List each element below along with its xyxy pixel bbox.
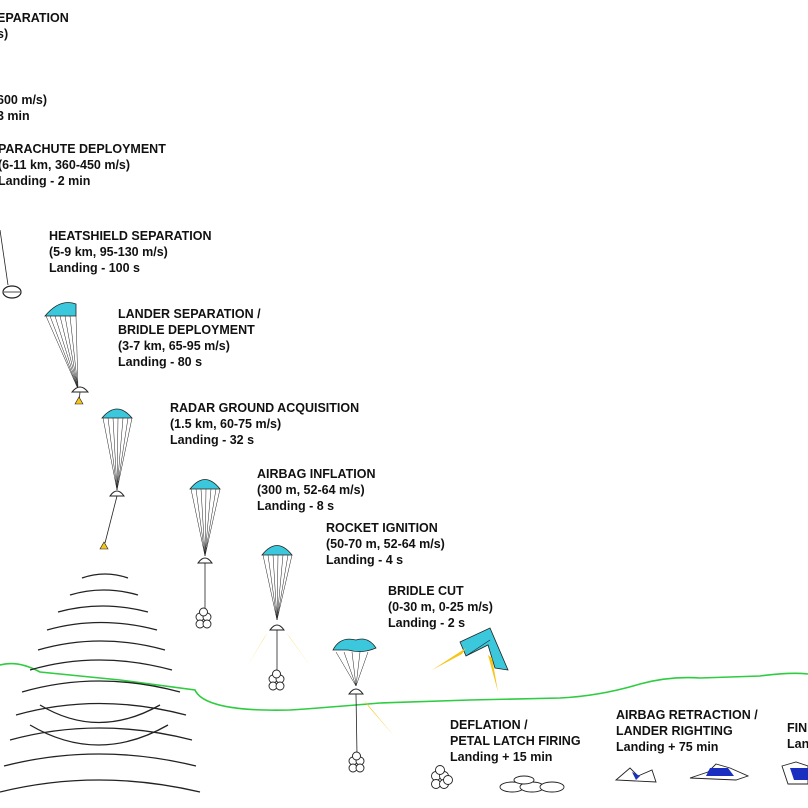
label-line: BRIDLE DEPLOYMENT	[118, 323, 255, 337]
label-lander-separation: LANDER SEPARATION / BRIDLE DEPLOYMENT (3…	[118, 306, 261, 370]
stage-bridle-cut-descent-graphic	[324, 638, 394, 773]
label-final: FIN Lan	[787, 720, 808, 752]
label-line: 600 m/s)	[0, 93, 48, 107]
rocket-flame-icon	[432, 648, 466, 670]
label-line: Landing - 4 s	[326, 553, 404, 567]
label-line: ROCKET IGNITION	[326, 521, 438, 535]
stage-bridle-cut-graphic	[432, 627, 509, 692]
backshell-flyaway-icon	[459, 627, 509, 671]
parachute-canopy-icon	[261, 545, 293, 556]
label-line: LANDER RIGHTING	[616, 724, 733, 738]
label-bridle-cut: BRIDLE CUT (0-30 m, 0-25 m/s) Landing - …	[388, 583, 493, 631]
label-line: FIN	[787, 721, 808, 735]
label-line: BRIDLE CUT	[388, 584, 464, 598]
rocket-flame-icon	[488, 655, 498, 692]
deflated-airbags-icon	[499, 775, 565, 793]
label-line: RADAR GROUND ACQUISITION	[170, 401, 360, 415]
label-line: DEFLATION /	[450, 718, 528, 732]
label-line: PARACHUTE DEPLOYMENT	[0, 142, 166, 156]
stage-rocket-ignition-graphic	[246, 545, 312, 691]
label-line: (3-7 km, 65-95 m/s)	[118, 339, 230, 353]
label-line: Landing - 2 min	[0, 174, 91, 188]
label-line: Landing - 80 s	[118, 355, 203, 369]
label-line: Landing + 75 min	[616, 740, 719, 754]
label-line: (6-11 km, 360-450 m/s)	[0, 158, 131, 172]
label-line: Landing - 8 s	[257, 499, 335, 513]
label-deflation: DEFLATION / PETAL LATCH FIRING Landing +…	[450, 717, 581, 765]
label-line: Lan	[787, 737, 808, 751]
stage-final-graphic	[781, 761, 808, 785]
label-line: 3 min	[0, 109, 30, 123]
backshell-icon	[269, 624, 285, 631]
rocket-flame-icon	[246, 632, 268, 668]
label-rocket-ignition: ROCKET IGNITION (50-70 m, 52-64 m/s) Lan…	[326, 520, 445, 568]
stage-airbag-inflation-graphic	[189, 479, 221, 629]
airbag-cluster-icon	[195, 607, 212, 629]
stage-heatshield-graphic	[0, 229, 22, 299]
label-line: PETAL LATCH FIRING	[450, 734, 581, 748]
label-line: Landing - 100 s	[49, 261, 140, 275]
backshell-icon	[109, 490, 125, 497]
label-line: s)	[0, 27, 9, 41]
label-line: Landing + 15 min	[450, 750, 553, 764]
stage-deflation-graphic	[431, 765, 565, 793]
airbag-cluster-icon	[431, 765, 453, 789]
label-line: (0-30 m, 0-25 m/s)	[388, 600, 493, 614]
label-airbag-retraction: AIRBAG RETRACTION / LANDER RIGHTING Land…	[616, 707, 758, 755]
label-line: EPARATION	[0, 11, 69, 25]
label-line: LANDER SEPARATION /	[118, 307, 261, 321]
lander-icon	[99, 541, 109, 550]
label-line: (50-70 m, 52-64 m/s)	[326, 537, 445, 551]
label-line: (300 m, 52-64 m/s)	[257, 483, 365, 497]
label-line: AIRBAG INFLATION	[257, 467, 376, 481]
stage-radar-graphic	[0, 408, 201, 793]
airbag-cluster-icon	[268, 669, 285, 691]
label-line: (1.5 km, 60-75 m/s)	[170, 417, 282, 431]
label-entry: 600 m/s) 3 min	[0, 92, 47, 124]
label-line: HEATSHIELD SEPARATION	[49, 229, 212, 243]
label-heatshield-separation: HEATSHIELD SEPARATION (5-9 km, 95-130 m/…	[49, 228, 212, 276]
label-parachute-deployment: PARACHUTE DEPLOYMENT (6-11 km, 360-450 m…	[0, 141, 166, 189]
ground-line	[0, 662, 808, 711]
backshell-icon	[348, 688, 364, 695]
parachute-canopy-icon	[189, 479, 221, 490]
rocket-flame-icon	[364, 700, 394, 736]
lander-icon	[74, 396, 84, 405]
label-backshell-separation: EPARATION s)	[0, 10, 69, 42]
label-line: Landing - 32 s	[170, 433, 255, 447]
backshell-icon	[197, 557, 213, 564]
label-line: (5-9 km, 95-130 m/s)	[49, 245, 168, 259]
label-line: Landing - 2 s	[388, 616, 466, 630]
label-line: AIRBAG RETRACTION /	[616, 708, 758, 722]
lander-backshell-icon	[70, 386, 90, 393]
label-airbag-inflation: AIRBAG INFLATION (300 m, 52-64 m/s) Land…	[257, 466, 376, 514]
rocket-flame-icon	[286, 632, 312, 668]
label-radar-ground-acquisition: RADAR GROUND ACQUISITION (1.5 km, 60-75 …	[170, 400, 359, 448]
airbag-cluster-icon	[348, 751, 365, 773]
parachute-canopy-icon	[101, 408, 133, 419]
stage-lander-separation-graphic	[44, 302, 90, 405]
parachute-canopy-icon	[44, 302, 77, 317]
radar-beam-icon	[0, 573, 201, 793]
parachute-canopy-icon	[332, 638, 377, 652]
stage-airbag-retraction-graphic	[614, 763, 750, 783]
